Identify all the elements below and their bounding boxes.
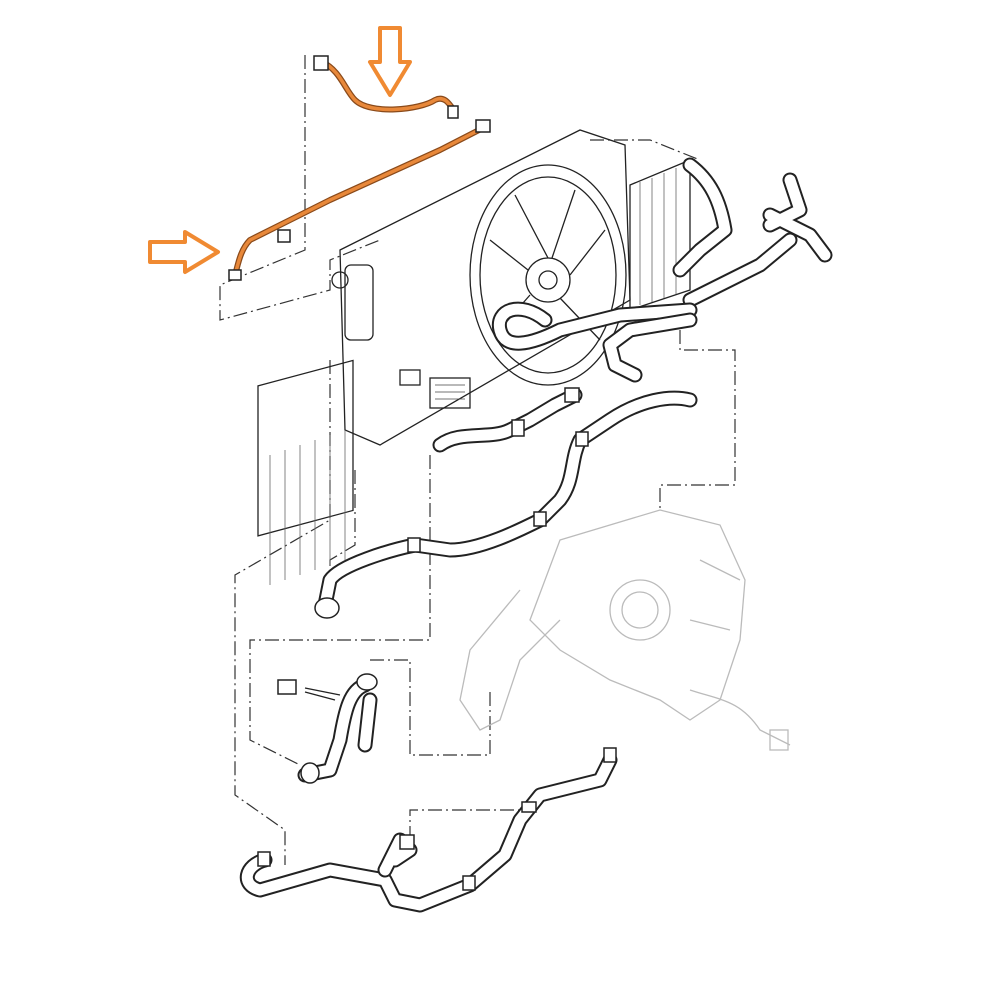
loose-clip xyxy=(277,679,341,701)
grille xyxy=(429,377,471,409)
hose-bottom xyxy=(240,747,618,913)
hose-heater-feed xyxy=(297,673,378,784)
connector xyxy=(228,269,242,281)
tank-cap xyxy=(331,271,349,289)
leader-lines xyxy=(219,55,736,865)
hose-top-right xyxy=(672,157,833,308)
hose-fan-bypass xyxy=(491,301,698,383)
hose-long-middle xyxy=(314,390,698,619)
arrow-right-icon xyxy=(148,230,220,274)
expansion-tank xyxy=(344,264,374,341)
cooling-fan xyxy=(469,164,627,386)
radiator-assembly xyxy=(257,129,691,585)
hose-upper-radiator xyxy=(432,387,583,453)
coolant-hoses[interactable] xyxy=(240,157,833,913)
highlighted-bleed-pipe-upper[interactable] xyxy=(313,55,459,119)
engine-block xyxy=(459,509,791,751)
connector xyxy=(475,119,491,133)
connector xyxy=(447,105,459,119)
connector xyxy=(313,55,329,71)
highlighted-bleed-pipe-lower[interactable] xyxy=(228,119,491,281)
clip xyxy=(277,229,291,243)
arrow-down-icon xyxy=(368,26,412,97)
